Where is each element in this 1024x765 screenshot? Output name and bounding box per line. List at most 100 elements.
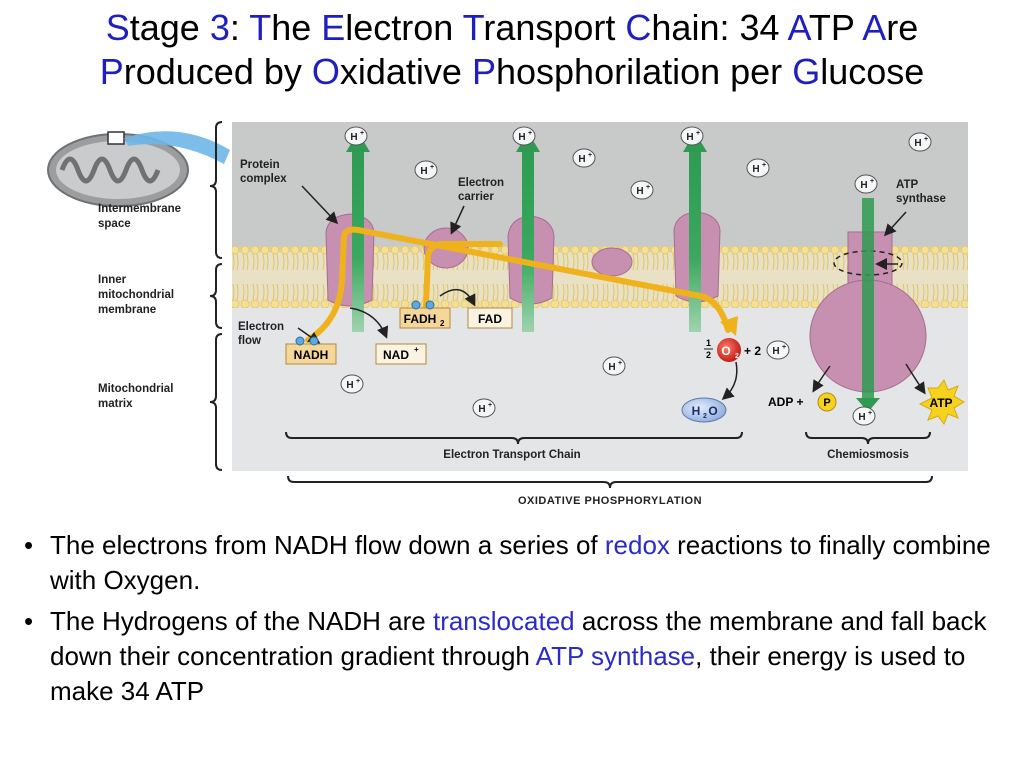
h-ion-label: H bbox=[478, 404, 485, 415]
h-ion-label: H bbox=[578, 154, 585, 165]
title-seg: P bbox=[471, 51, 496, 92]
mitochondrion-icon bbox=[47, 131, 189, 207]
chemiosmosis-label: Chemiosmosis bbox=[827, 449, 909, 461]
title-seg: lucose bbox=[820, 51, 925, 92]
bullet-text: , their energy is used to make 34 ATP bbox=[50, 641, 966, 706]
bullet-highlight: ATP synthase bbox=[535, 641, 696, 671]
title-seg: C bbox=[625, 7, 652, 48]
bullet-item: •The electrons from NADH flow down a ser… bbox=[18, 528, 1008, 598]
label-electron-flow-2: flow bbox=[238, 335, 261, 347]
left-braces bbox=[209, 121, 223, 471]
nad-label: NAD bbox=[383, 348, 409, 362]
h-ion-superscript: + bbox=[356, 378, 360, 385]
label-atp-synthase: ATP bbox=[896, 179, 918, 191]
hydrogen-ions: H+H+H+H+H+H+H+H+H+H+H+H+H+H+ bbox=[340, 126, 932, 426]
h-ion-superscript: + bbox=[618, 360, 622, 367]
title-seg: he bbox=[271, 7, 322, 48]
h-ion-label: H bbox=[350, 132, 357, 143]
title-seg: O bbox=[311, 51, 340, 92]
atp-reaction: ADP + P ATP bbox=[768, 378, 965, 426]
h-ion-badge: H+ bbox=[630, 180, 654, 200]
h-ion-label: H bbox=[914, 138, 921, 149]
title-seg: xidative bbox=[339, 51, 472, 92]
nadh-box: NADH bbox=[285, 336, 337, 365]
phosphate-label: P bbox=[823, 397, 830, 409]
etc-label: Electron Transport Chain bbox=[443, 449, 580, 461]
title-seg: A bbox=[787, 7, 809, 48]
bottom-braces bbox=[285, 431, 933, 489]
h-ion-label: H bbox=[752, 164, 759, 175]
nad-box: NAD + bbox=[375, 343, 427, 365]
o2-subscript: 2 bbox=[735, 353, 739, 360]
title-seg: P bbox=[99, 51, 124, 92]
title-seg: ransport bbox=[483, 7, 626, 48]
fad-box: FAD bbox=[467, 307, 513, 329]
o2-label: O bbox=[721, 344, 730, 358]
bullet-highlight: redox bbox=[604, 530, 670, 560]
title-seg: roduced by bbox=[123, 51, 312, 92]
h-ion-badge: H+ bbox=[340, 374, 364, 394]
bullet-dot: • bbox=[24, 606, 34, 636]
h-ion-badge: H+ bbox=[854, 174, 878, 194]
h-ion-badge: H+ bbox=[344, 126, 368, 146]
o2-molecule bbox=[717, 338, 741, 362]
h-ion-superscript: + bbox=[870, 178, 874, 185]
h-ion-label: H bbox=[518, 132, 525, 143]
h-ion-label: H bbox=[420, 166, 427, 177]
h-ion-superscript: + bbox=[924, 136, 928, 143]
h-ion-superscript: + bbox=[782, 344, 786, 351]
label-intermembrane-2: space bbox=[98, 218, 131, 230]
h-ion-badge: H+ bbox=[908, 132, 932, 152]
h-ion-label: H bbox=[858, 412, 865, 423]
title-seg: TP bbox=[808, 7, 863, 48]
title-line-2: Produced by Oxidative Phosphorilation pe… bbox=[0, 50, 1024, 94]
h2o-h: H bbox=[692, 404, 701, 418]
h2o-o: O bbox=[708, 404, 717, 418]
label-electron-flow: Electron bbox=[238, 321, 284, 333]
adp-label: ADP + bbox=[768, 395, 803, 409]
h-ion-badge: H+ bbox=[572, 148, 596, 168]
oxygen-reaction: 1 2 O 2 + 2 bbox=[704, 338, 761, 362]
h-ion-superscript: + bbox=[868, 410, 872, 417]
title-seg: G bbox=[792, 51, 821, 92]
atp-label: ATP bbox=[929, 396, 952, 410]
h-ion-badge: H+ bbox=[414, 160, 438, 180]
h-ion-badge: H+ bbox=[472, 398, 496, 418]
h-ion-label: H bbox=[636, 186, 643, 197]
h-ion-superscript: + bbox=[588, 152, 592, 159]
h-ion-badge: H+ bbox=[746, 158, 770, 178]
atp-burst bbox=[918, 378, 965, 426]
label-matrix-2: matrix bbox=[98, 398, 133, 410]
title-seg: tage bbox=[129, 7, 210, 48]
electron-arrowhead bbox=[720, 316, 738, 336]
bullet-list: • The electrons from NADH flow down a ser… bbox=[18, 528, 1008, 715]
title-seg: : bbox=[229, 7, 250, 48]
h-ion-superscript: + bbox=[762, 162, 766, 169]
title-seg: A bbox=[862, 7, 887, 48]
half-numerator: 1 bbox=[706, 338, 711, 348]
h-ion-label: H bbox=[346, 380, 353, 391]
title-seg: re bbox=[886, 7, 919, 48]
h-ion-badge: H+ bbox=[852, 406, 876, 426]
h-ion-label: H bbox=[860, 180, 867, 191]
water-molecule: H 2 O bbox=[681, 397, 727, 423]
title-line-1: Stage 3: The Electron Transport Chain: 3… bbox=[0, 6, 1024, 50]
label-inner: Inner bbox=[98, 274, 127, 286]
fad-label: FAD bbox=[478, 312, 502, 326]
plus-two-label: + 2 bbox=[744, 344, 761, 358]
fadh2-subscript: 2 bbox=[440, 319, 445, 328]
nad-superscript: + bbox=[414, 345, 419, 354]
oxphos-label: OXIDATIVE PHOSPHORYLATION bbox=[518, 495, 702, 507]
h-ion-badge: H+ bbox=[602, 356, 626, 376]
phosphate-circle bbox=[817, 392, 837, 412]
zoom-arrow bbox=[124, 131, 230, 164]
label-matrix: Mitochondrial bbox=[98, 383, 173, 395]
title-seg: hosphorilation per bbox=[495, 51, 793, 92]
bullet-text: The electrons from NADH flow down a seri… bbox=[50, 530, 605, 560]
h-ion-superscript: + bbox=[430, 164, 434, 171]
title-seg: S bbox=[105, 7, 130, 48]
h2o-subscript: 2 bbox=[703, 413, 707, 420]
label-protein-complex: Protein bbox=[240, 159, 280, 171]
title-seg: hain: 34 bbox=[651, 7, 788, 48]
h-ion-label: H bbox=[608, 362, 615, 373]
